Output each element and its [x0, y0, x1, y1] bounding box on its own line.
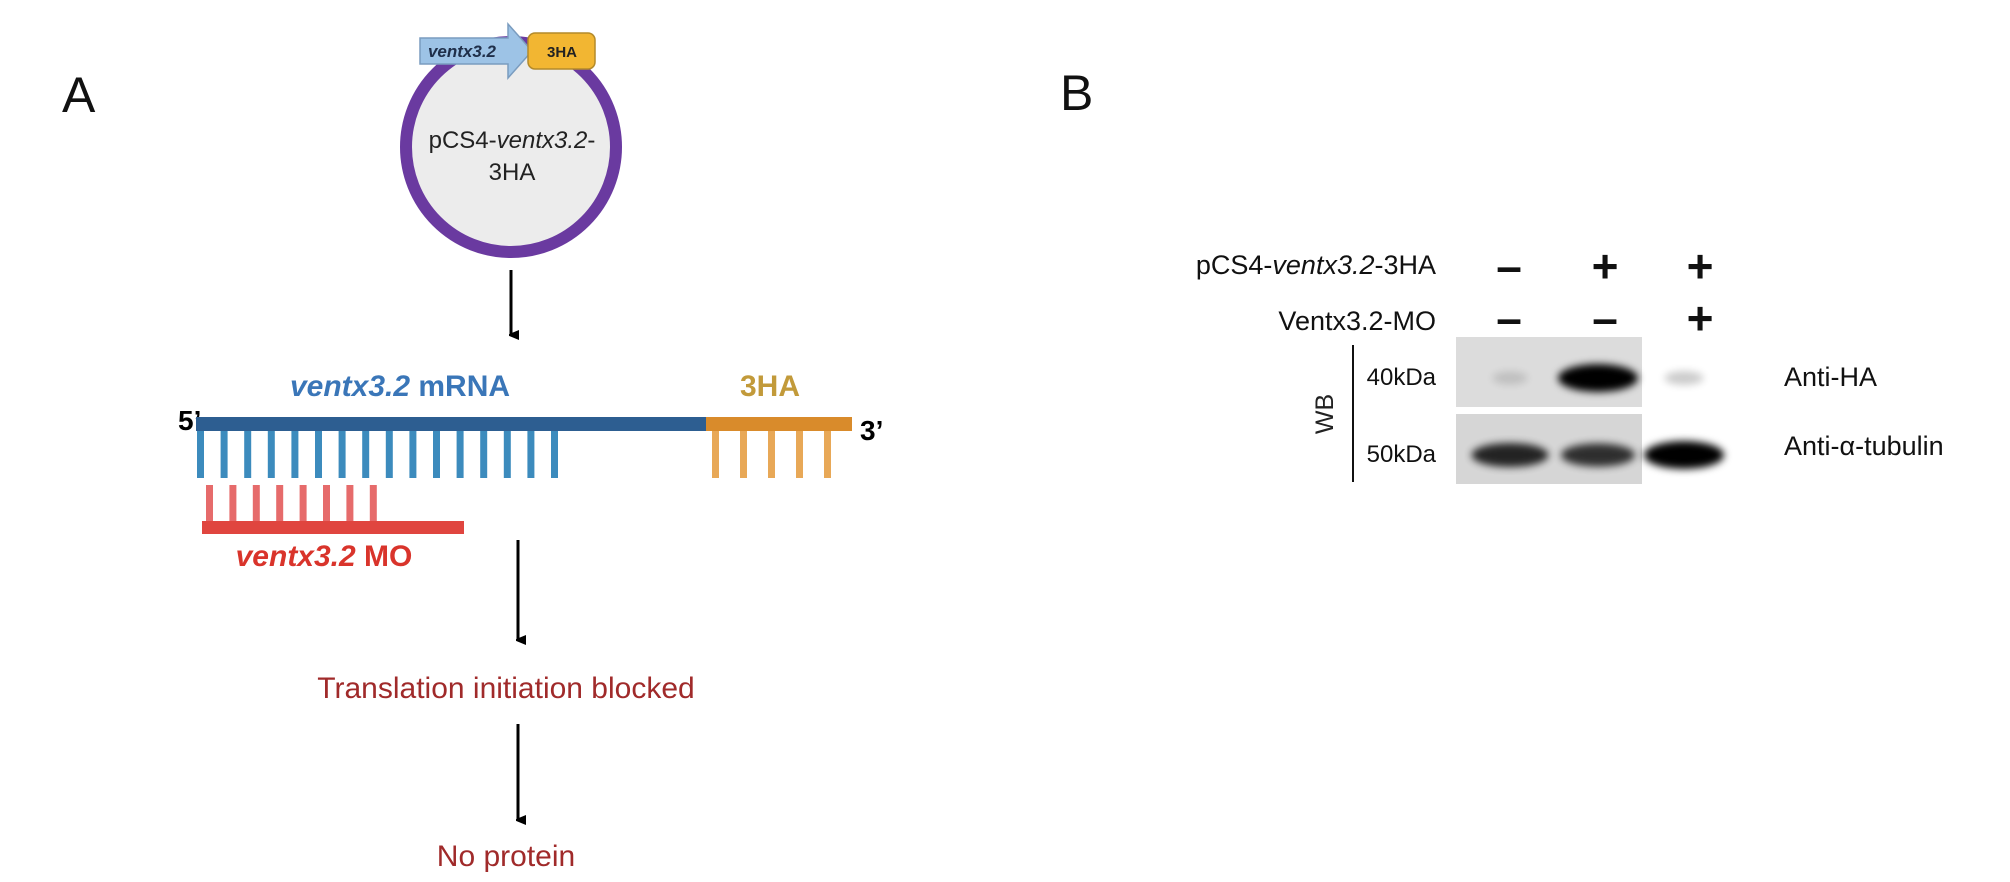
antibody-label-tubulin: Anti-α-tubulin [1784, 431, 1944, 461]
blot-band [1644, 441, 1724, 469]
mrna-base-tooth [267, 431, 275, 478]
mo-base-tooth [299, 485, 307, 521]
plasmid-diagram: pCS4-ventx3.2- 3HA ventx3.2 3HA [400, 22, 622, 258]
mo-base-tooth [276, 485, 284, 521]
mrna-base-tooth [456, 431, 464, 478]
tag-base-tooth [796, 431, 803, 478]
mo-base-tooth [252, 485, 260, 521]
plasmid-name-line2: 3HA [489, 159, 536, 186]
mo-base-tooth [369, 485, 377, 521]
minus-sign: – [1592, 292, 1618, 344]
mrna-base-tooth [197, 431, 204, 478]
tag-teeth [712, 431, 831, 478]
tag-base-tooth [768, 431, 775, 478]
blot-band [1471, 443, 1549, 467]
mo-backbone [202, 521, 464, 534]
result-step-no-protein: No protein [437, 840, 575, 873]
minus-sign: – [1496, 240, 1522, 292]
mrna-base-tooth [244, 431, 252, 478]
mrna-label: ventx3.2 mRNA [290, 370, 510, 403]
mrna-base-tooth [385, 431, 393, 478]
result-step-translation-blocked: Translation initiation blocked [317, 672, 694, 705]
marker-label-50kda: 50kDa [1367, 441, 1437, 468]
tag-base-tooth [740, 431, 747, 478]
plasmid-name-line1: pCS4-ventx3.2- [429, 127, 596, 154]
marker-label-40kda: 40kDa [1367, 364, 1437, 391]
condition-label-morpholino: Ventx3.2-MO [1278, 306, 1436, 336]
tag-box [527, 32, 596, 70]
mrna-teeth [197, 431, 558, 478]
mrna-base-tooth [220, 431, 228, 478]
blot-bands [1471, 364, 1724, 469]
blot-band [1492, 371, 1528, 385]
mrna-diagram: ventx3.2 mRNA 3HA 5’ 3’ [178, 370, 883, 478]
blot-band [1561, 443, 1635, 467]
plus-sign: + [1687, 292, 1714, 344]
three-prime-label: 3’ [860, 415, 883, 446]
mo-base-tooth [346, 485, 354, 521]
morpholino-diagram: ventx3.2 MO [202, 485, 464, 573]
mrna-base-tooth [315, 431, 322, 478]
tag-label: 3HA [547, 44, 577, 61]
mo-base-tooth [323, 485, 330, 521]
plus-sign: + [1592, 240, 1619, 292]
mrna-backbone [196, 417, 706, 431]
mrna-base-tooth [291, 431, 299, 478]
mo-base-tooth [206, 485, 213, 521]
blot-band [1558, 364, 1638, 392]
panel-b-label: B [1060, 65, 1093, 121]
mrna-base-tooth [503, 431, 511, 478]
minus-sign: – [1496, 292, 1522, 344]
mo-teeth [206, 485, 377, 521]
mrna-base-tooth [551, 431, 558, 478]
wb-label: WB [1311, 394, 1339, 434]
five-prime-label: 5’ [178, 405, 201, 436]
tag-base-tooth [712, 431, 719, 478]
antibody-label-ha: Anti-HA [1784, 362, 1877, 392]
mrna-tag-label: 3HA [740, 370, 800, 403]
gene-arrow-icon [419, 22, 534, 80]
mo-base-tooth [229, 485, 237, 521]
mo-label: ventx3.2 MO [236, 540, 413, 573]
panel-a-label: A [62, 67, 96, 123]
mrna-base-tooth [480, 431, 488, 478]
gene-label: ventx3.2 [428, 42, 497, 61]
mrna-base-tooth [433, 431, 440, 478]
mrna-base-tooth [409, 431, 417, 478]
condition-label-plasmid: pCS4-ventx3.2-3HA [1196, 250, 1436, 280]
mrna-base-tooth [527, 431, 535, 478]
tag-backbone [706, 417, 852, 431]
lane-conditions: –++––+ [1496, 240, 1713, 344]
mrna-base-tooth [362, 431, 370, 478]
mrna-base-tooth [338, 431, 346, 478]
tag-base-tooth [824, 431, 831, 478]
plus-sign: + [1687, 240, 1714, 292]
blot-band [1664, 371, 1704, 385]
